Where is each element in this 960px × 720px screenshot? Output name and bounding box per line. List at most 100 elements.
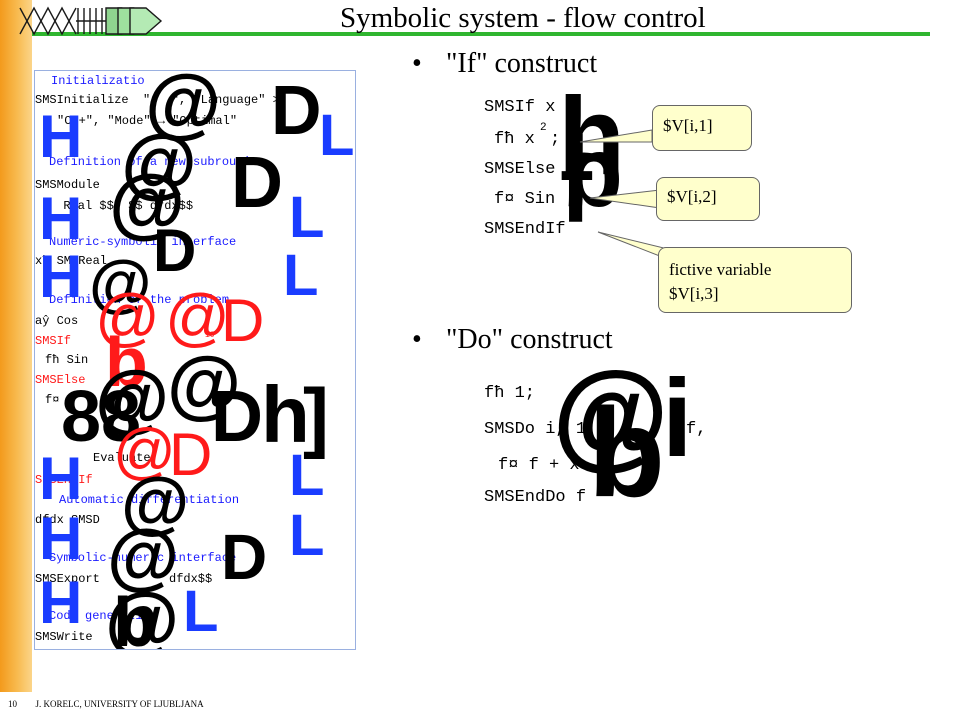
university-logo-icon bbox=[19, 6, 163, 36]
callout-text: fictive variable bbox=[669, 260, 772, 279]
do-code-line: SMSEndDo f bbox=[484, 488, 587, 507]
if-code-line: SMSEndIf bbox=[484, 220, 566, 239]
notebook-line: f¤ bbox=[45, 393, 60, 407]
glyph-at-red: @ bbox=[95, 281, 160, 353]
do-code-block: fħ 1; SMSDo i, 1 f, f¤ f + x SMSEndDo f … bbox=[480, 354, 740, 523]
footer-text: J. KORELC, UNIVERSITY OF LJUBLJANA bbox=[35, 699, 204, 709]
do-code-line: f¤ f + x bbox=[498, 456, 580, 475]
glyph-d: D bbox=[221, 521, 268, 593]
callout-text: $V[i,3] bbox=[669, 284, 719, 303]
glyph-h-blue: H bbox=[39, 505, 83, 572]
glyph-at: @ bbox=[109, 158, 186, 246]
glyph-l-blue: L bbox=[289, 503, 325, 568]
glyph-d: D bbox=[153, 217, 197, 284]
notebook-line: SMSElse bbox=[35, 373, 86, 387]
bullet-do-construct: • "Do" construct bbox=[412, 324, 613, 356]
callout-v-i-1: $V[i,1] bbox=[652, 105, 752, 151]
notebook-line: SMSExport bbox=[35, 572, 100, 586]
slide-title: Symbolic system - flow control bbox=[340, 2, 706, 34]
glyph-l-blue: L bbox=[319, 103, 355, 168]
do-code-line: f, bbox=[686, 420, 707, 439]
glyph-at: @ bbox=[89, 247, 152, 319]
accent-sidebar-bar bbox=[0, 0, 32, 692]
glyph-l-blue: L bbox=[183, 579, 219, 644]
glyph-eight: 8 bbox=[61, 377, 102, 457]
glyph-at: @ bbox=[167, 342, 242, 427]
notebook-line: Code generation bbox=[49, 609, 158, 623]
notebook-line: SMSInitialize " ", "Language" > bbox=[35, 93, 280, 107]
glyph-d: D bbox=[211, 377, 263, 457]
notebook-line: Automatic differentiation bbox=[59, 493, 240, 507]
if-code-line: SMSElse bbox=[484, 160, 556, 179]
glyph-f-large: f bbox=[560, 136, 592, 243]
notebook-line: Real $$, $$ dfdx$$ bbox=[49, 199, 194, 213]
glyph-at-red: @ bbox=[165, 281, 230, 353]
slide-footer: 10 J. KORELC, UNIVERSITY OF LJUBLJANA bbox=[8, 699, 204, 709]
glyph-h-blue: H bbox=[39, 103, 83, 170]
do-code-line: fħ 1; bbox=[484, 384, 536, 403]
notebook-line: fħ Sin bbox=[45, 353, 89, 367]
notebook-line: "C++", "Mode" → "Optimal" bbox=[57, 114, 238, 128]
if-code-line: f¤ Sin bbox=[494, 190, 556, 209]
glyph-d-red: D bbox=[221, 287, 265, 354]
glyph-l-blue: L bbox=[289, 443, 325, 508]
glyph-d: D bbox=[271, 71, 322, 149]
if-code-block: SMSIf x fħ x 2 ; SMSElse f¤ Sin SMSEndIf… bbox=[480, 82, 640, 243]
glyph-h-blue: H bbox=[39, 185, 83, 252]
glyph-d-red: D bbox=[169, 421, 213, 488]
glyph-l-blue: L bbox=[289, 185, 325, 250]
notebook-line: Definition of a new subroutine bbox=[49, 155, 266, 169]
do-code-line: SMSDo i, 1 bbox=[484, 420, 587, 439]
notebook-line: Numeric-symbolic interface bbox=[49, 235, 237, 249]
title-rule bbox=[32, 32, 930, 36]
glyph-at-large: @ bbox=[552, 347, 670, 481]
notebook-line: Initializatio bbox=[51, 74, 145, 88]
if-code-line: SMSIf x bbox=[484, 98, 556, 117]
notebook-line: SMSEndIf bbox=[35, 473, 93, 487]
callout-v-i-2: $V[i,2] bbox=[656, 177, 760, 221]
glyph-at: @ bbox=[121, 118, 198, 206]
notebook-line: xħ SMSReal bbox=[35, 254, 108, 268]
bullet-do-label: "Do" construct bbox=[446, 324, 613, 355]
if-code-superscript: 2 bbox=[540, 122, 547, 134]
glyph-at: @ bbox=[105, 578, 180, 650]
glyph-d: D bbox=[231, 143, 283, 223]
glyph-h-blue: H bbox=[39, 445, 83, 512]
bullet-dot-icon: • bbox=[412, 48, 422, 79]
glyph-h: h bbox=[261, 370, 310, 459]
bullet-if-label: "If" construct bbox=[446, 48, 598, 79]
callout-text: $V[i,1] bbox=[663, 116, 713, 135]
notebook-line: SMSIf bbox=[35, 334, 72, 348]
glyph-at: @ bbox=[95, 356, 170, 441]
notebook-line: Evaluate bbox=[93, 451, 151, 465]
callout-fictive-variable: fictive variable $V[i,3] bbox=[658, 247, 852, 313]
if-code-line: ; bbox=[550, 130, 561, 149]
callout-text: $V[i,2] bbox=[667, 187, 717, 206]
notebook-line: Definition of the problem bbox=[49, 293, 230, 307]
notebook-line: SMSModule bbox=[35, 178, 100, 192]
glyph-eight: 8 bbox=[101, 377, 142, 457]
notebook-small-marker: 10 bbox=[205, 331, 215, 340]
glyph-bracket: ] bbox=[303, 372, 329, 460]
callout-pointer-lines bbox=[579, 129, 673, 260]
notebook-line: SMSWrite bbox=[35, 630, 93, 644]
glyph-l-blue: L bbox=[283, 243, 319, 308]
notebook-line: dfdx SMSD bbox=[35, 513, 100, 527]
glyph-b: b bbox=[113, 583, 156, 650]
glyph-at-red: @ bbox=[113, 417, 176, 486]
glyph-h-blue: H bbox=[39, 243, 83, 310]
glyph-at: @ bbox=[107, 514, 180, 597]
glyph-b-red: b bbox=[105, 323, 148, 401]
page-number: 10 bbox=[8, 699, 17, 709]
bullet-if-construct: • "If" construct bbox=[412, 48, 597, 80]
notebook-line: dfdx$$ bbox=[169, 572, 213, 586]
glyph-at: @ bbox=[145, 70, 222, 146]
glyph-i-large: i bbox=[662, 357, 693, 480]
if-code-line: fħ x bbox=[494, 130, 535, 149]
notebook-line: aŷ Cos bbox=[35, 314, 79, 328]
glyph-b-large: b bbox=[588, 382, 665, 523]
notebook-panel: Initializatio SMSInitialize " ", "Langua… bbox=[34, 70, 356, 650]
glyph-h-blue: H bbox=[39, 569, 83, 636]
notebook-line: Symbolic-numeric interface bbox=[49, 551, 237, 565]
bullet-dot-icon: • bbox=[412, 324, 422, 355]
